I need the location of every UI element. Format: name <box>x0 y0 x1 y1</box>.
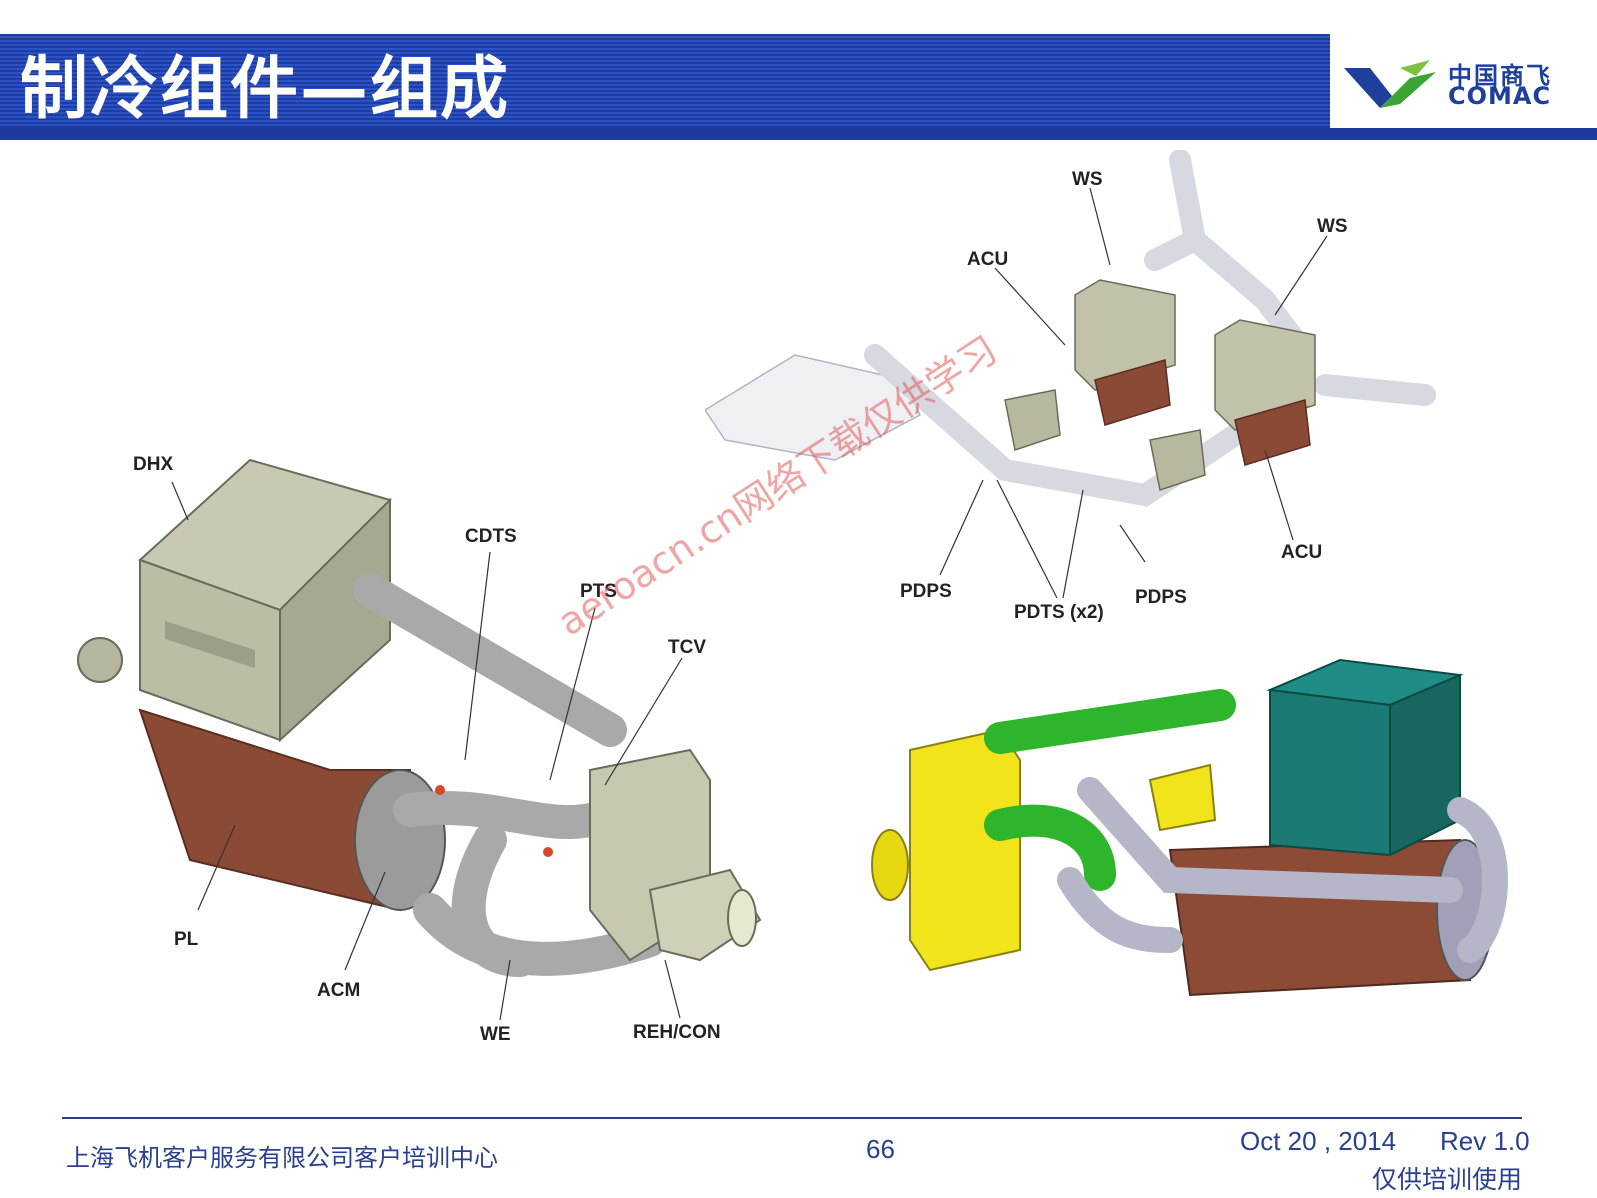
label-ws-1: WS <box>1072 169 1103 190</box>
label-ws-2: WS <box>1317 216 1348 237</box>
footer-rule <box>62 1117 1522 1119</box>
sensor-marker <box>435 785 445 795</box>
label-acu-2: ACU <box>1281 542 1322 563</box>
label-we: WE <box>480 1024 511 1045</box>
brown-cylinder <box>1168 838 1494 997</box>
label-acu-1: ACU <box>967 249 1008 270</box>
comac-logo: 中国商飞 COMAC <box>1340 52 1580 118</box>
heat-exchanger-illustration <box>138 458 392 743</box>
header-banner <box>0 34 1330 140</box>
label-cdts: CDTS <box>465 526 517 547</box>
label-dhx: DHX <box>133 454 173 475</box>
label-pts: PTS <box>580 581 617 602</box>
label-acm: ACM <box>317 980 360 1001</box>
installation-overview-diagram: WS WS ACU ACU PDPS PDTS (x2) PDPS <box>705 150 1436 623</box>
acu-right-illustration <box>1149 319 1316 491</box>
page-number: 66 <box>866 1134 895 1164</box>
acu-left-illustration <box>1004 279 1176 451</box>
footer-revision: Rev 1.0 <box>1440 1126 1530 1156</box>
yellow-heat-exchanger <box>871 728 1217 972</box>
comac-logo-mark-icon <box>1344 60 1436 108</box>
teal-box <box>1266 658 1464 857</box>
label-pdps-2: PDPS <box>1135 587 1187 608</box>
logo-chinese-text: 中国商飞 <box>1448 62 1552 90</box>
label-reh-con: REH/CON <box>633 1022 721 1043</box>
green-duct <box>984 689 1236 891</box>
slide-title: 制冷组件—组成 <box>20 50 511 129</box>
footer-note: 仅供培训使用 <box>1372 1165 1523 1194</box>
cad-model-illustration <box>871 658 1508 997</box>
primary-duct-illustration <box>138 708 446 912</box>
sensor-marker <box>543 847 553 857</box>
label-tcv: TCV <box>668 637 706 658</box>
gray-duct <box>1057 777 1508 963</box>
logo-english-text: COMAC <box>1448 82 1552 110</box>
ghost-duct-illustration <box>864 150 1436 507</box>
header-rule <box>0 128 1597 140</box>
label-pdps-1: PDPS <box>900 581 952 602</box>
reheater-condenser-illustration <box>589 748 762 962</box>
compressor-illustration <box>77 637 123 683</box>
label-pdts: PDTS (x2) <box>1014 602 1104 623</box>
footer-date: Oct 20 , 2014 <box>1240 1126 1397 1156</box>
label-pl: PL <box>174 929 199 950</box>
mixer-housing-illustration <box>705 354 921 461</box>
pack-assembly-diagram: DHX CDTS PTS TCV PL ACM WE REH/CON <box>77 454 762 1045</box>
footer-organization: 上海飞机客户服务有限公司客户培训中心 <box>66 1144 498 1172</box>
